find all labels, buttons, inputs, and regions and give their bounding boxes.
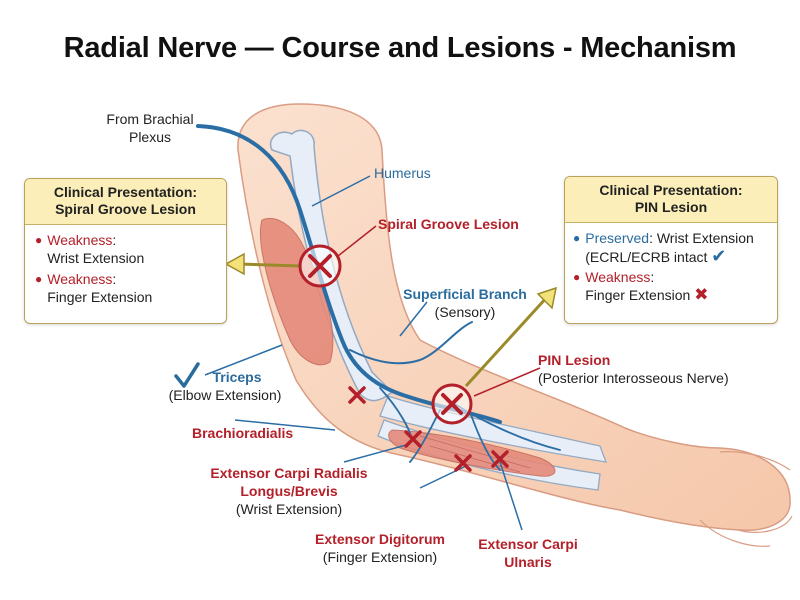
pin-clinical-box: Clinical Presentation: PIN Lesion ● Pres… [564,176,778,324]
pin-lesion-marker [431,383,473,425]
spiral-item-wrist: ● Weakness: Wrist Extension [35,232,145,266]
pin-item-weakness: ● Weakness: Finger Extension ✖ [573,269,709,304]
bullet-icon: ● [35,233,43,247]
extensor-muscles [388,429,556,477]
triceps-muscle [259,218,334,366]
arm-skin [237,103,791,531]
spiral-box-header: Clinical Presentation: Spiral Groove Les… [25,179,226,225]
bullet-icon: ● [573,231,581,245]
label-ecrl: Extensor Carpi Radialis Longus/Brevis (W… [210,465,368,517]
diagram-title: Radial Nerve — Course and Lesions - Mech… [63,32,737,64]
lesion-x-icon [348,386,509,472]
label-humerus: Humerus [374,165,431,181]
label-superficial-branch: Superficial Branch (Sensory) [403,286,527,320]
spiral-groove-lesion-marker [298,244,342,288]
check-icon [174,362,200,388]
label-spiral-groove-lesion: Spiral Groove Lesion [378,216,519,232]
bullet-icon: ● [35,272,43,286]
arrow-to-pin-box [464,294,550,388]
pin-box-header: Clinical Presentation: PIN Lesion [565,177,777,223]
pin-box-body: ● Preserved: Wrist Extension (ECRL/ECRB … [565,223,777,310]
bullet-icon: ● [573,270,581,284]
spiral-groove-clinical-box: Clinical Presentation: Spiral Groove Les… [24,178,227,324]
label-pin-lesion: PIN Lesion (Posterior Interosseous Nerve… [538,352,729,386]
label-from-brachial-plexus: From Brachial Plexus [106,111,194,145]
spiral-item-finger: ● Weakness: Finger Extension [35,271,153,305]
label-triceps: Triceps (Elbow Extension) [168,369,282,403]
pin-item-preserved: ● Preserved: Wrist Extension (ECRL/ECRB … [573,230,754,266]
arrow-to-spiral-box [237,262,301,268]
hand-outline [699,451,793,547]
pin-branch [379,387,561,471]
x-mark-icon: ✖ [694,285,709,304]
radial-nerve [196,124,502,424]
label-ecu: Extensor Carpi Ulnaris [478,536,578,570]
superficial-branch [349,321,473,365]
label-brachioradialis: Brachioradialis [192,425,294,441]
label-extensor-digitorum: Extensor Digitorum (Finger Extension) [315,531,445,565]
check-icon: ✔ [711,246,727,266]
spiral-box-body: ● Weakness: Wrist Extension ● Weakness: … [25,225,226,312]
